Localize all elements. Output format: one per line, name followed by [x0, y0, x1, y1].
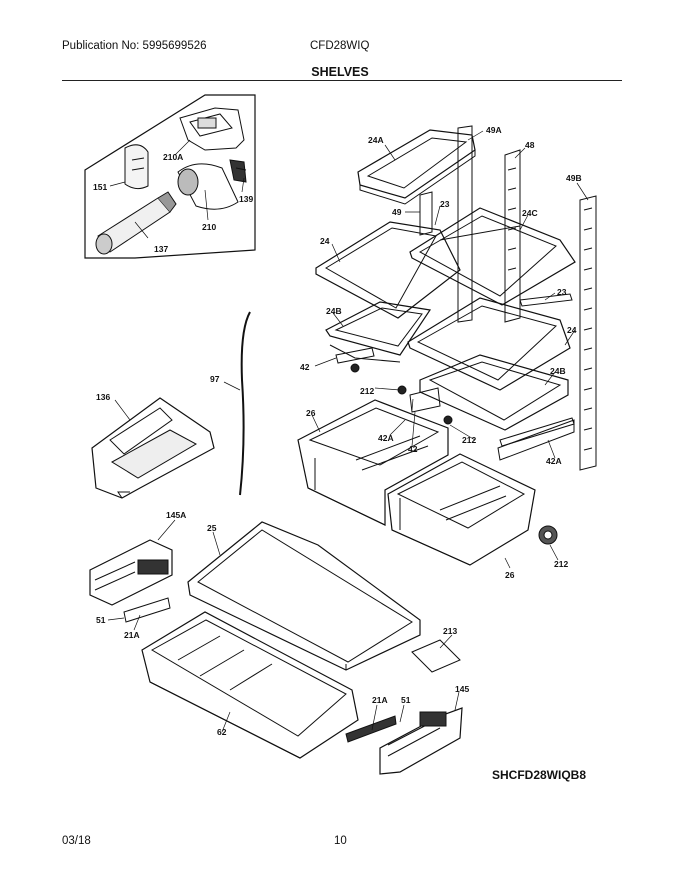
publication-number: Publication No: 5995699526 [62, 40, 207, 52]
filter-cover-part [124, 144, 149, 190]
callout-212-upper: 212 [360, 386, 374, 396]
pan-cover-25 [187, 521, 421, 671]
callout-51-right: 51 [401, 695, 411, 705]
callout-51-left: 51 [96, 615, 106, 625]
control-145A [89, 539, 173, 606]
handle-136 [91, 397, 215, 499]
callout-24C: 24C [522, 208, 538, 218]
filter-cartridge-part [95, 191, 177, 255]
callout-23-lower: 23 [557, 287, 567, 297]
callout-24A: 24A [368, 135, 384, 145]
diagram-code: SHCFD28WIQB8 [492, 768, 587, 782]
part-213 [411, 639, 461, 673]
callout-25: 25 [207, 523, 217, 533]
callout-49B: 49B [566, 173, 582, 183]
callout-24B-left: 24B [326, 306, 342, 316]
shelf-24C [409, 207, 576, 306]
crisper-drawer-left [297, 399, 449, 526]
filter-head-part [177, 159, 247, 210]
callout-210A: 210A [163, 152, 183, 162]
callout-24-right: 24 [567, 325, 577, 335]
callout-42-left: 42 [300, 362, 310, 372]
model-number: CFD28WIQ [310, 40, 370, 52]
callout-49A: 49A [486, 125, 502, 135]
filter-housing-part [179, 107, 245, 151]
callout-212-lower: 212 [554, 559, 568, 569]
slide-21A-left [123, 597, 171, 623]
callout-145A: 145A [166, 510, 186, 520]
tube-97 [239, 311, 251, 496]
callout-21A-left: 21A [124, 630, 140, 640]
water-filter-inset [84, 94, 256, 259]
callout-212-middle: 212 [462, 435, 476, 445]
footer-date: 03/18 [62, 835, 91, 847]
page-title: SHELVES [311, 65, 369, 79]
callout-49: 49 [392, 207, 402, 217]
header-rule [62, 80, 622, 81]
slide-21A-right [345, 715, 397, 743]
callout-42-center: 42 [408, 444, 418, 454]
shelf-24A [357, 129, 476, 205]
callout-210: 210 [202, 222, 216, 232]
callout-23-upper: 23 [440, 199, 450, 209]
callout-26-right: 26 [505, 570, 515, 580]
callout-21A-right: 21A [372, 695, 388, 705]
rail-23-lower [519, 293, 573, 307]
callout-137: 137 [154, 244, 168, 254]
callout-42A-right: 42A [546, 456, 562, 466]
callout-42A-left: 42A [378, 433, 394, 443]
callout-151: 151 [93, 182, 107, 192]
callout-62: 62 [217, 727, 227, 737]
crisper-drawer-right [387, 453, 536, 566]
callout-139: 139 [239, 194, 253, 204]
roller-parts [335, 347, 575, 545]
shelf-24B-left [325, 301, 432, 363]
shelf-24-right [407, 297, 571, 391]
callout-97: 97 [210, 374, 220, 384]
shelf-rails [419, 125, 597, 471]
callout-26-left: 26 [306, 408, 316, 418]
callout-24B-right: 24B [550, 366, 566, 376]
callout-48: 48 [525, 140, 535, 150]
callout-24-left: 24 [320, 236, 330, 246]
pan-62 [141, 611, 359, 759]
callout-213: 213 [443, 626, 457, 636]
control-145 [379, 707, 463, 775]
page-number: 10 [334, 835, 347, 847]
callout-136: 136 [96, 392, 110, 402]
callout-labels: 151 210A 139 210 137 24A 49A 48 49B 49 2… [93, 125, 582, 737]
callout-145: 145 [455, 684, 469, 694]
